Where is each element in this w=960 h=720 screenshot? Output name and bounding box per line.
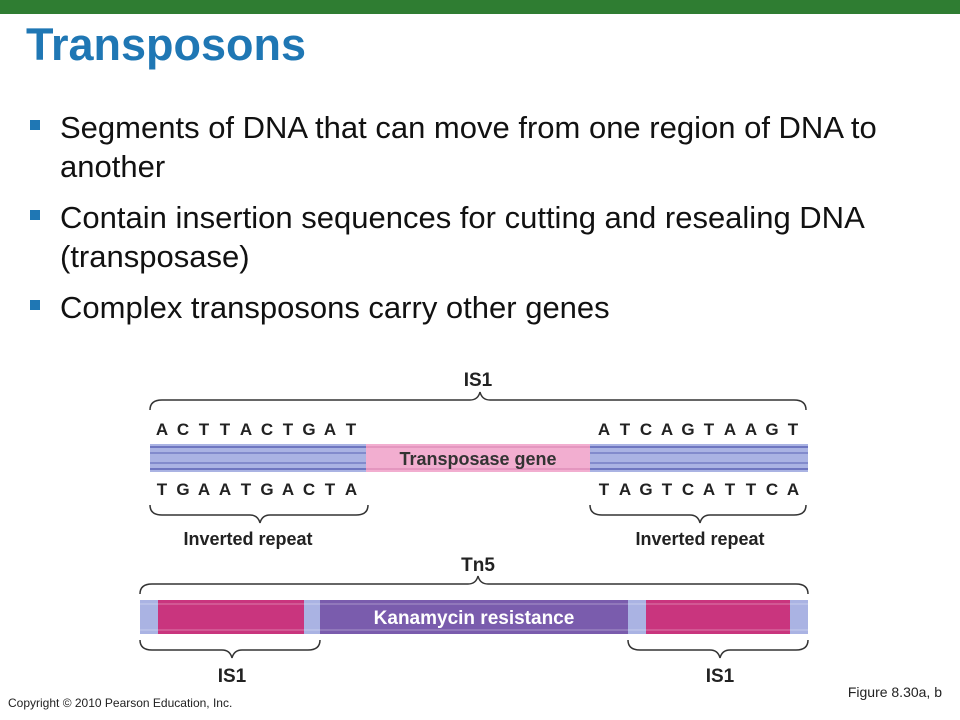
inverted-repeat-right-label: Inverted repeat [635,529,764,549]
nucleotide: T [662,480,673,499]
nucleotide: C [261,420,273,439]
kanamycin-resistance-label: Kanamycin resistance [374,608,575,629]
nucleotide: A [661,420,673,439]
nucleotide: T [788,420,799,439]
slide-title: Transposons [26,19,307,70]
bullet-item: Contain insertion sequences for cutting … [0,198,960,276]
nucleotide: T [241,480,252,499]
nucleotide: T [599,480,610,499]
is1-left-brace [139,639,321,659]
nucleotide: A [345,480,357,499]
bottom-left-sequence: T G A A T G A C T A [157,480,357,499]
nucleotide: A [198,480,210,499]
nucleotide: T [220,420,231,439]
nucleotide: A [240,420,252,439]
inverted-repeat-left-brace [149,504,369,524]
bullet-text: Complex transposons carry other genes [60,290,610,325]
nucleotide: G [765,420,778,439]
nucleotide: A [598,420,610,439]
tn5-dna-strand [140,600,808,634]
nucleotide: T [346,420,357,439]
is1-top-label: IS1 [464,370,493,391]
nucleotide: T [746,480,757,499]
nucleotide: T [157,480,168,499]
nucleotide: C [682,480,694,499]
tn5-brace [139,575,809,595]
is1-dna-strand [150,444,808,472]
nucleotide: C [766,480,778,499]
nucleotide: A [219,480,231,499]
bullet-text: Segments of DNA that can move from one r… [60,110,877,184]
nucleotide: T [325,480,336,499]
nucleotide: A [156,420,168,439]
nucleotide: A [703,480,715,499]
nucleotide: A [324,420,336,439]
tn5-label: Tn5 [461,555,495,576]
is1-left-label: IS1 [218,666,247,687]
nucleotide: C [640,420,652,439]
nucleotide: G [302,420,315,439]
nucleotide: T [620,420,631,439]
nucleotide: A [787,480,799,499]
nucleotide: G [176,480,189,499]
bullet-text: Contain insertion sequences for cutting … [60,200,864,274]
bottom-right-sequence: T A G T C A T T C A [599,480,799,499]
is1-right-brace [627,639,809,659]
bullet-list: Segments of DNA that can move from one r… [0,108,960,339]
nucleotide: A [745,420,757,439]
top-accent-bar [0,0,960,14]
nucleotide: C [303,480,315,499]
top-right-sequence: A T C A G T A A G T [598,420,799,439]
inverted-repeat-left-label: Inverted repeat [183,529,312,549]
nucleotide: A [619,480,631,499]
is1-right-label: IS1 [706,666,735,687]
figure-reference: Figure 8.30a, b [847,684,942,700]
nucleotide: T [704,420,715,439]
inverted-repeat-right-brace [589,504,807,524]
is1-top-brace [149,391,807,411]
nucleotide: G [681,420,694,439]
nucleotide: A [724,420,736,439]
nucleotide: T [283,420,294,439]
bullet-item: Segments of DNA that can move from one r… [0,108,960,186]
top-left-sequence: A C T T A C T G A T [156,420,357,439]
copyright-notice: Copyright © 2010 Pearson Education, Inc. [8,696,233,710]
nucleotide: G [260,480,273,499]
nucleotide: T [199,420,210,439]
nucleotide: C [177,420,189,439]
bullet-item: Complex transposons carry other genes [0,288,960,327]
nucleotide: G [639,480,652,499]
transposase-gene-label: Transposase gene [399,449,556,469]
nucleotide: A [282,480,294,499]
nucleotide: T [725,480,736,499]
square-bullet-icon [30,120,40,130]
square-bullet-icon [30,300,40,310]
square-bullet-icon [30,210,40,220]
